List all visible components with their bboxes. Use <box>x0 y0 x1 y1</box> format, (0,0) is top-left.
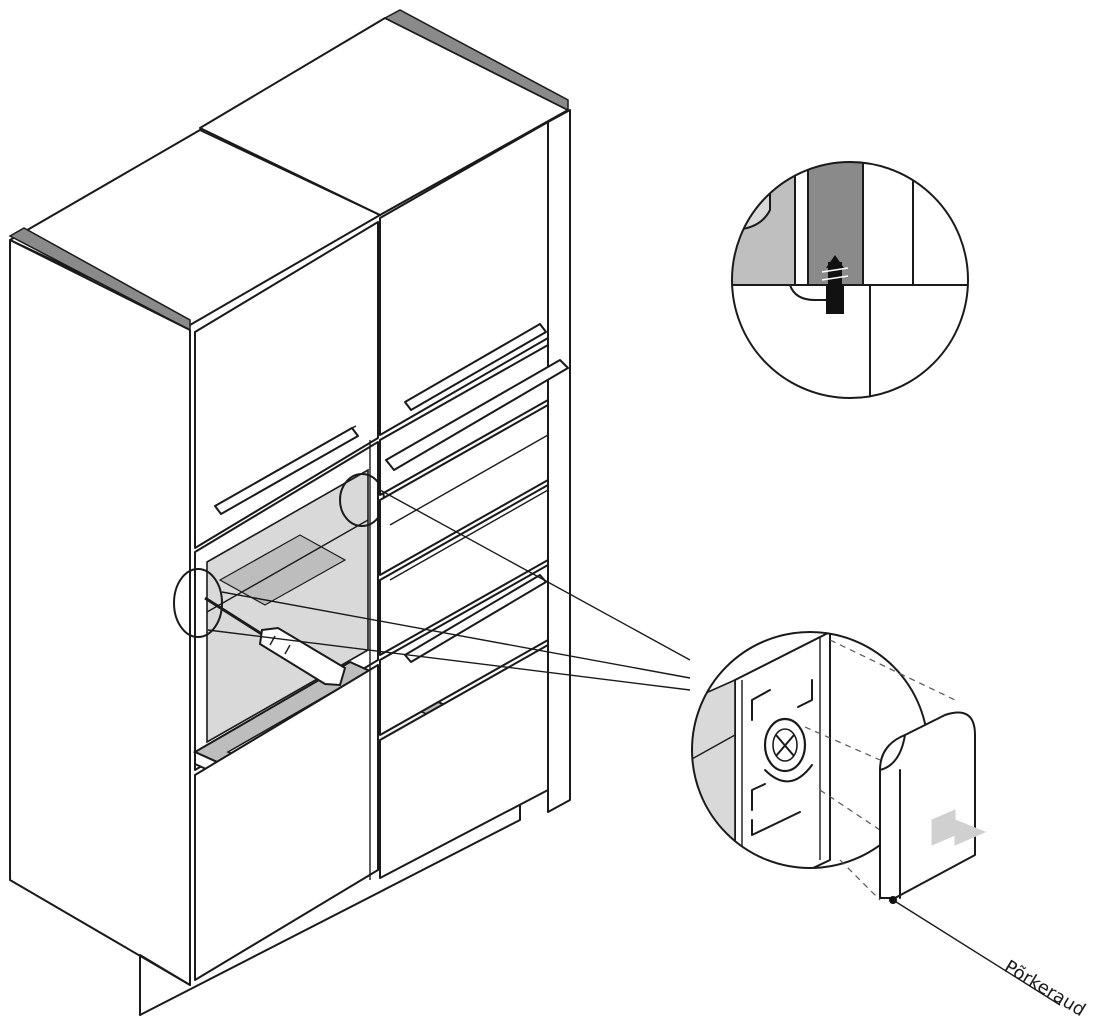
drawer-2 <box>379 404 549 576</box>
drawer-5 <box>379 644 549 879</box>
arrow-icon <box>931 809 987 846</box>
screw-icon <box>821 255 849 314</box>
cam-lock-icon <box>763 717 807 773</box>
left-upper-door <box>194 221 379 549</box>
right-cabinet-edge-strip <box>383 9 569 112</box>
screwdriver-icon <box>204 596 347 687</box>
left-lower-door <box>194 664 379 981</box>
left-cabinet-side <box>9 239 191 986</box>
detail-zoom-top <box>731 161 969 399</box>
callout-label: Põrkeraud <box>1000 956 1089 1021</box>
drawer-4 <box>379 564 549 736</box>
drawer-3 <box>379 484 549 656</box>
drawer-1-handle <box>385 359 569 471</box>
projection-lines <box>804 639 956 901</box>
right-upper-door-handle <box>404 323 547 411</box>
right-upper-door <box>379 121 549 436</box>
right-cabinet-side <box>547 109 571 813</box>
left-upper-door-handle <box>214 425 359 515</box>
left-cabinet-edge-strip <box>8 227 191 332</box>
callout-lines <box>207 489 691 691</box>
detail-circle-left <box>173 568 223 638</box>
label-leader-line <box>892 899 1061 1006</box>
drawer-4-handle <box>404 574 547 663</box>
bumper-part <box>879 711 987 904</box>
right-cabinet <box>199 9 571 880</box>
